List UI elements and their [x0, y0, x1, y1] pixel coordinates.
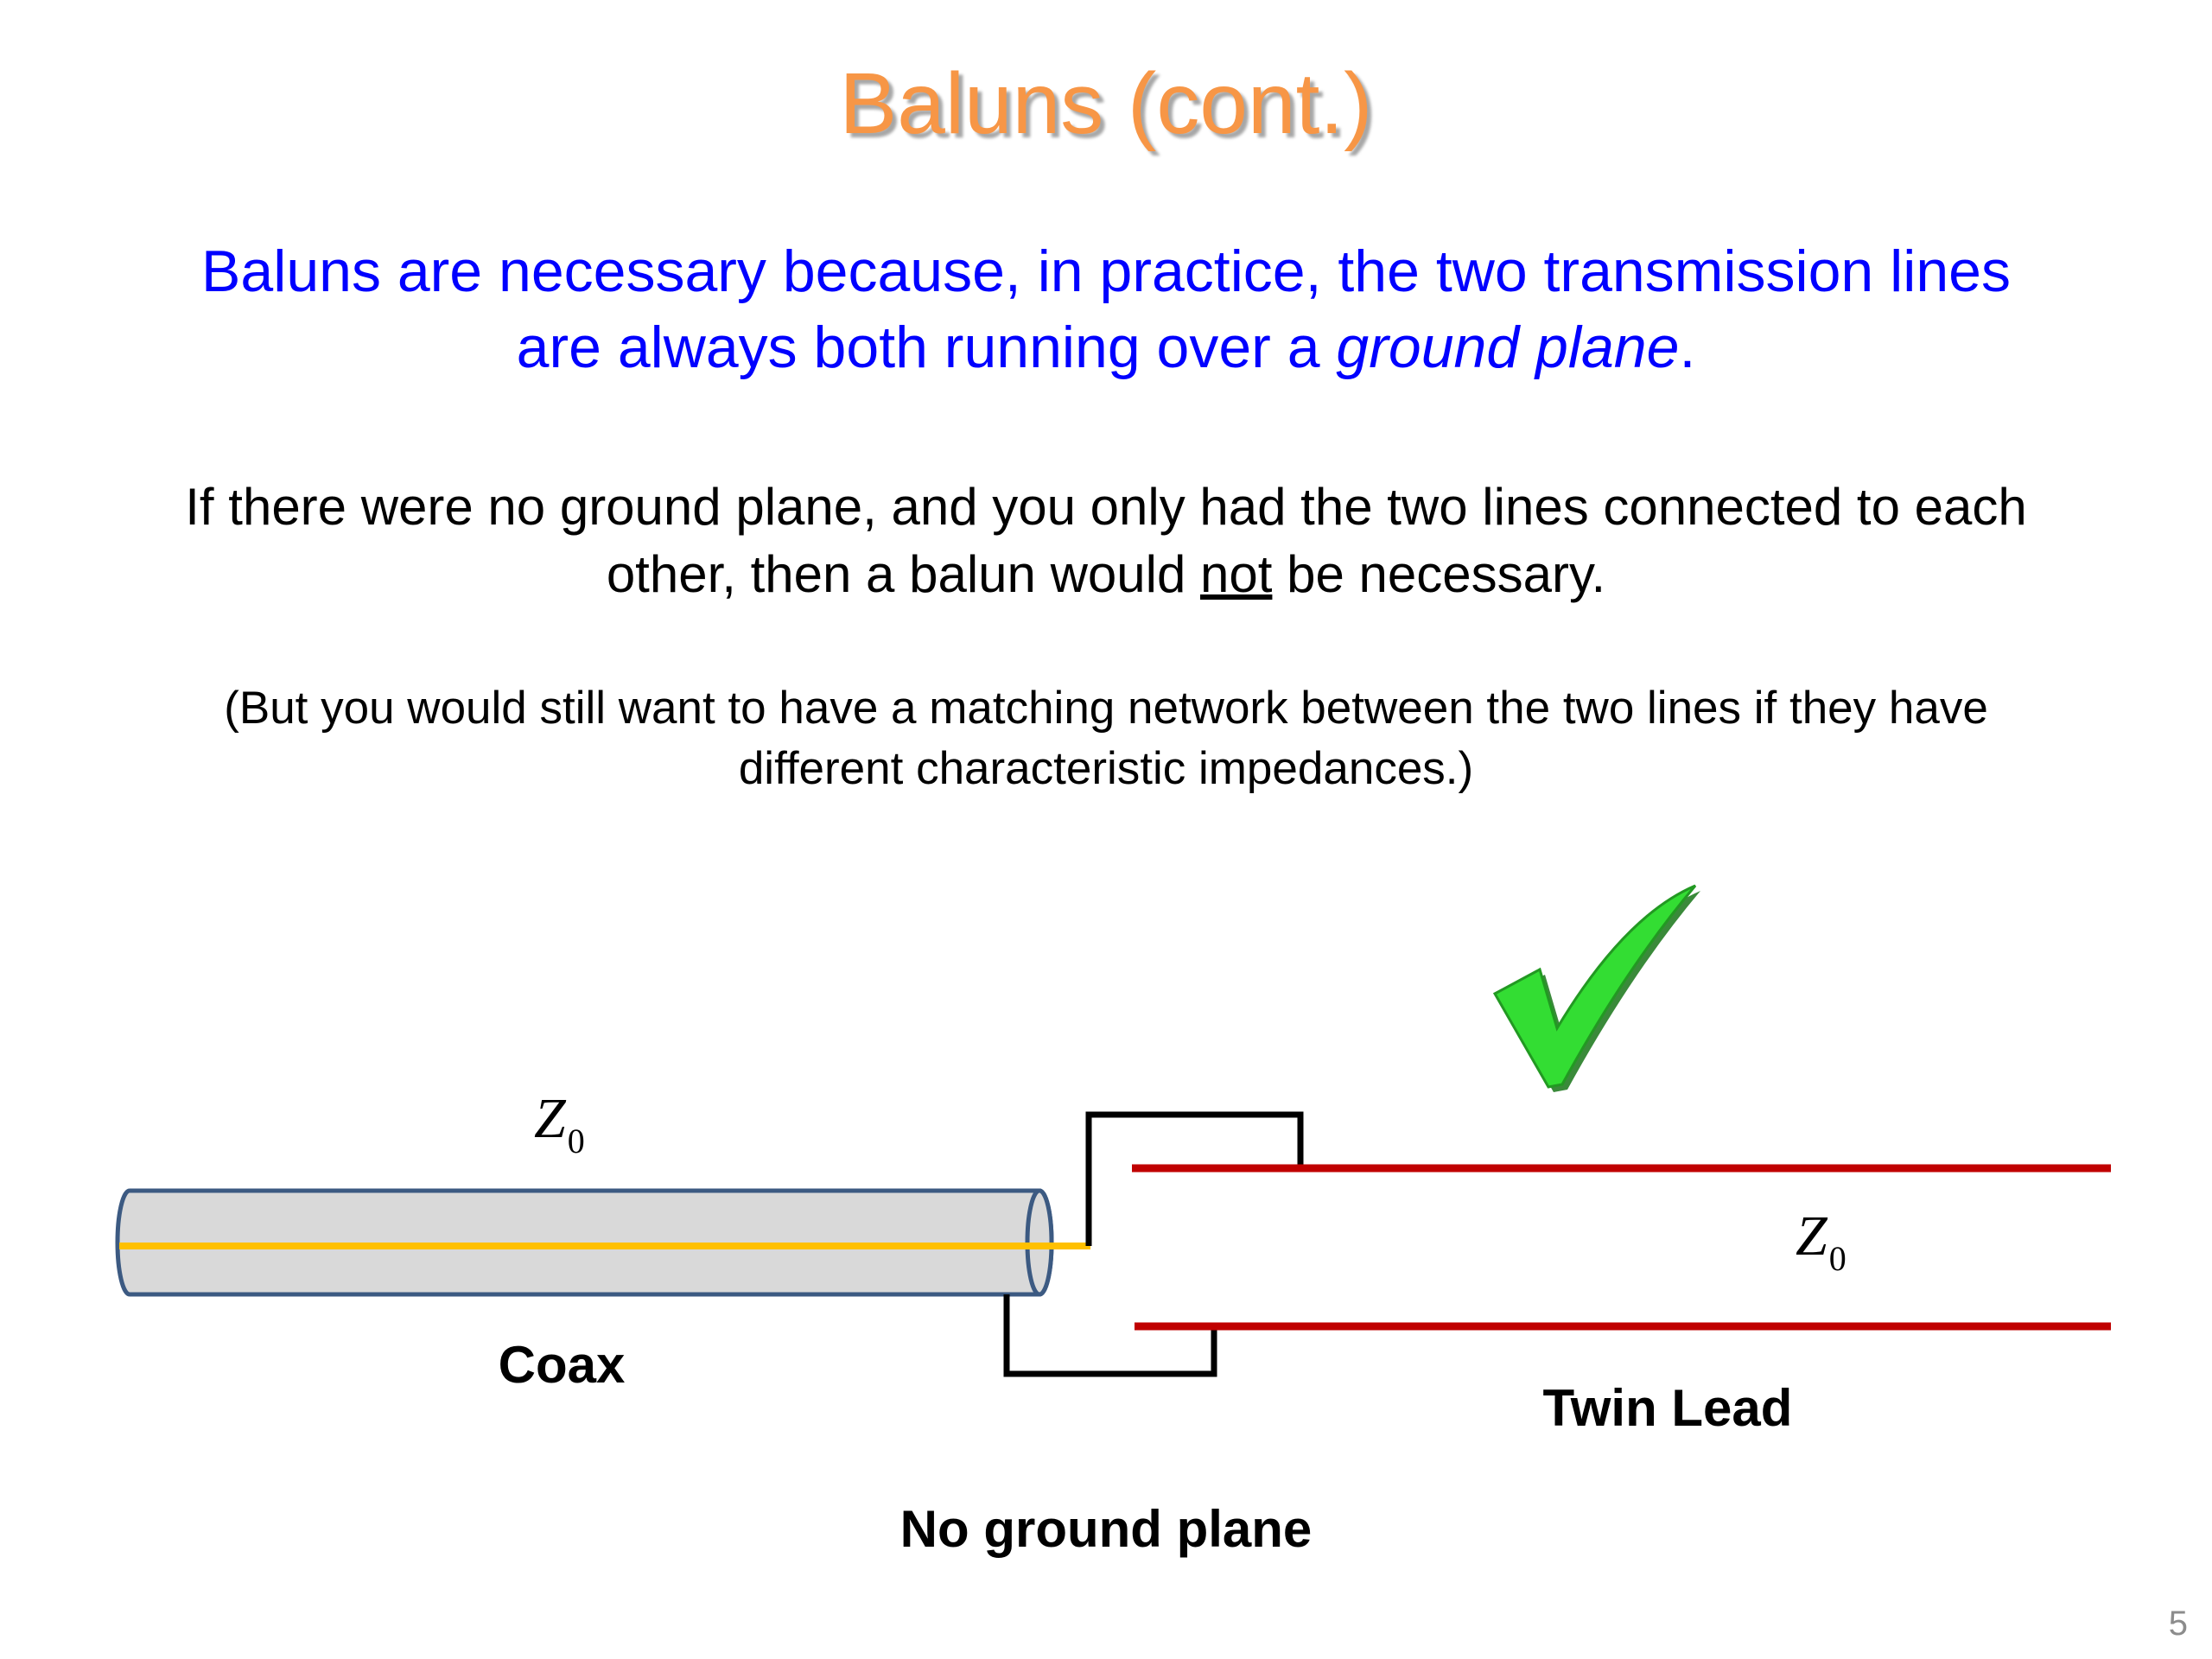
intro-line-2: are always both running over a ground pl…: [69, 309, 2143, 385]
slide-title: Baluns (cont.): [839, 55, 1373, 152]
no-ground-line-1: If there were no ground plane, and you o…: [185, 478, 2027, 536]
intro-paragraph: Baluns are necessary because, in practic…: [69, 233, 2143, 385]
coax-impedance-symbol: Z: [534, 1087, 566, 1150]
twinlead-impedance-subscript: 0: [1828, 1239, 1847, 1278]
matching-note-line-1: (But you would still want to have a matc…: [224, 683, 1988, 734]
not-underlined: not: [1200, 545, 1273, 603]
coax-cable: [115, 1188, 1090, 1297]
page-number: 5: [2168, 1605, 2188, 1643]
no-ground-line-2: other, then a balun would not be necessa…: [69, 541, 2143, 608]
diagram-caption: No ground plane: [899, 1500, 1313, 1558]
matching-note-line-2: different characteristic impedances.): [738, 743, 1474, 794]
no-ground-paragraph: If there were no ground plane, and you o…: [69, 474, 2143, 608]
intro-line-1: Baluns are necessary because, in practic…: [201, 238, 2011, 304]
no-ground-line-2-suffix: be necessary.: [1272, 545, 1606, 603]
shield-to-bottom-lead-wire: [1003, 1294, 1217, 1377]
intro-line-2-prefix: are always both running over a: [516, 315, 1337, 380]
coax-impedance-label: Z0: [534, 1087, 585, 1159]
ground-plane-emphasis: ground plane: [1336, 315, 1680, 380]
center-to-top-lead-wire: [1085, 1111, 1304, 1246]
no-ground-line-2-prefix: other, then a balun would: [606, 545, 1200, 603]
twinlead-impedance-symbol: Z: [1796, 1205, 1827, 1268]
intro-line-2-suffix: .: [1679, 315, 1696, 380]
checkmark-icon: [1492, 884, 1700, 1092]
matching-note: (But you would still want to have a matc…: [69, 678, 2143, 799]
twinlead-label: Twin Lead: [1542, 1379, 1793, 1437]
coax-label: Coax: [498, 1336, 626, 1394]
twinlead-impedance-label: Z0: [1796, 1205, 1847, 1276]
coax-impedance-subscript: 0: [567, 1122, 585, 1160]
